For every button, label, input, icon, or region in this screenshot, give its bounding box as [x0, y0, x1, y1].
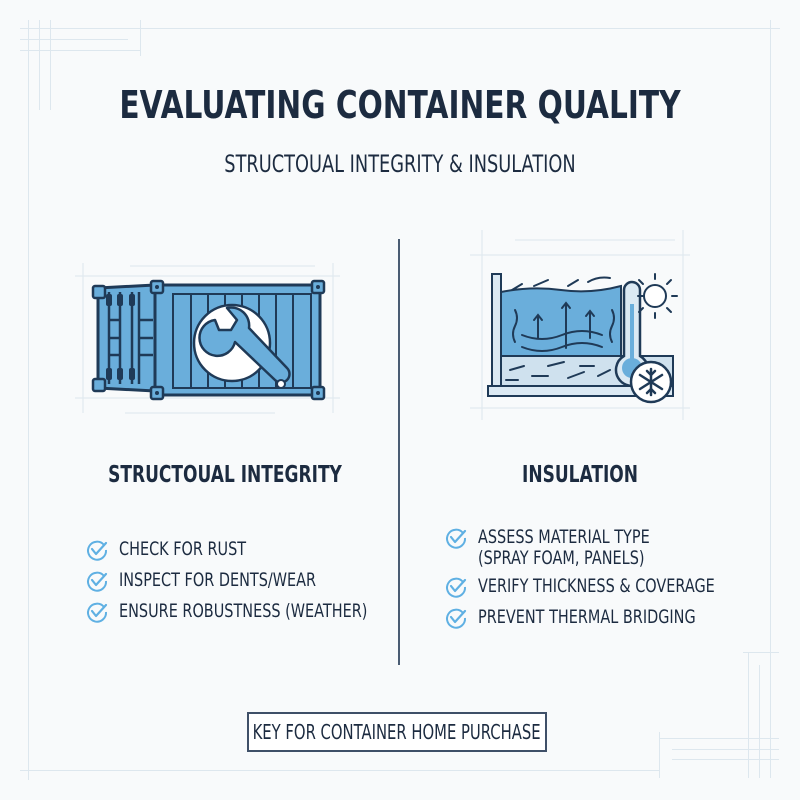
- list-item: INSPECT FOR DENTS/WEAR: [85, 571, 446, 593]
- check-circle-icon: [87, 571, 108, 592]
- footer-label: KEY FOR CONTAINER HOME PURCHASE: [252, 720, 542, 744]
- page-title: EVALUATING CONTAINER QUALITY: [119, 83, 681, 127]
- check-circle-icon: [87, 602, 108, 623]
- check-circle-icon: [87, 540, 108, 561]
- shipping-container-wrench-icon: [75, 263, 340, 414]
- list-item: VERIFY THICKNESS & COVERAGE: [444, 577, 790, 599]
- insulation-checklist: ASSESS MATERIAL TYPE (SPRAY FOAM, PANELS…: [444, 528, 790, 639]
- structural-integrity-heading: STRUCTOUAL INTEGRITY: [108, 462, 342, 488]
- check-circle-icon: [446, 528, 467, 549]
- check-circle-icon: [446, 608, 467, 629]
- list-item: PREVENT THERMAL BRIDGING: [444, 608, 790, 630]
- list-item: CHECK FOR RUST: [85, 540, 446, 562]
- footer-key-box: KEY FOR CONTAINER HOME PURCHASE: [247, 712, 547, 752]
- insulation-heading: INSULATION: [521, 462, 639, 488]
- page-subtitle: STRUCTOUAL INTEGRITY & INSULATION: [224, 150, 576, 178]
- column-divider: [398, 239, 400, 665]
- list-item: ASSESS MATERIAL TYPE (SPRAY FOAM, PANELS…: [444, 528, 790, 568]
- list-item: ENSURE ROBUSTNESS (WEATHER): [85, 602, 446, 624]
- structural-integrity-checklist: CHECK FOR RUST INSPECT FOR DENTS/WEAR EN…: [85, 540, 446, 633]
- insulation-thermometer-icon: [470, 230, 690, 420]
- check-circle-icon: [446, 577, 467, 598]
